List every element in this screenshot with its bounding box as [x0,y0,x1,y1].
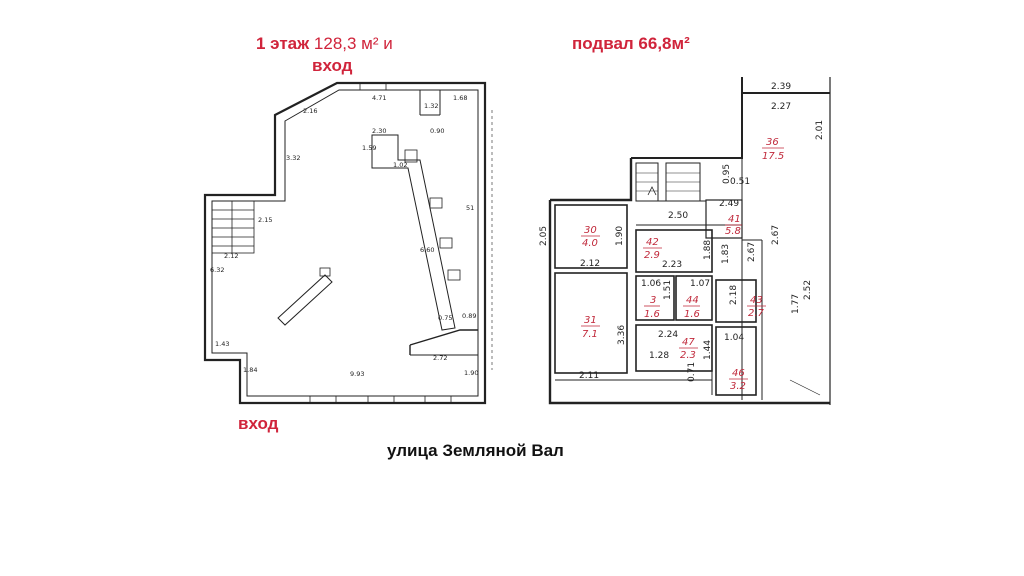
dim-1-90: 1.90 [464,369,478,377]
dim-2-49: 2.49 [719,199,739,209]
room-46-number: 46 [732,368,745,379]
room-44-area: 1.6 [684,309,700,320]
room-3-area: 1.6 [644,309,660,320]
dim-2-24: 2.24 [658,330,678,340]
dim-1-88: 1.88 [703,240,713,260]
dim-1-77: 1.77 [791,294,801,314]
dim-6-60: 6.60 [420,246,434,254]
room-41-area: 5.8 [725,226,741,237]
dim-1-84: 1.84 [243,366,257,374]
dim-2-05: 2.05 [539,226,549,246]
dim-2-12: 2.12 [224,252,238,260]
room-44-number: 44 [686,295,699,306]
dim-2-72: 2.72 [433,354,447,362]
room-47-number: 47 [682,337,695,348]
room-36-number: 36 [766,137,779,148]
staircase [211,200,255,254]
room-36-area: 17.5 [762,151,784,162]
floor1-dimensions: 2.16 4.71 1.32 1.68 2.30 0.90 1.59 3.32 … [210,94,478,378]
dim-1-28: 1.28 [649,351,669,361]
dim-3-32: 3.32 [286,154,300,162]
room-31-area: 7.1 [582,329,598,340]
entrance-bottom-label: вход [238,414,279,433]
dim-0-89: 0.89 [462,312,476,320]
room-43-area: 2.7 [748,308,765,319]
room-47-area: 2.3 [680,350,696,361]
dim-51: 51 [466,204,474,212]
dim-4-71: 4.71 [372,94,386,102]
floor1-entrance-label: вход [312,56,353,75]
floor1-title: 1 этаж 128,3 м² и [256,33,393,55]
dim-3-36: 3.36 [617,325,627,345]
street-name: улица Земляной Вал [387,441,564,460]
dim-2-15: 2.15 [258,216,272,224]
dim-2-11: 2.11 [579,371,599,381]
room-42-area: 2.9 [644,250,660,261]
dim-2-16: 2.16 [303,107,317,115]
room-31-number: 31 [584,315,597,326]
room-labels: 36 17.5 30 4.0 42 2.9 41 5.8 31 7.1 3 1.… [581,137,784,392]
dim-7-52: 2.52 [803,280,813,300]
dim-2-18: 2.18 [729,285,739,305]
room-43-number: 43 [750,295,763,306]
dim-1-44: 1.44 [703,340,713,360]
dim-1-04: 1.04 [724,333,744,343]
dim-1-32: 1.32 [424,102,438,110]
dim-1-02: 1.02 [393,161,407,169]
dim-0-75: 0.75 [438,314,452,322]
room-46-area: 3.2 [730,381,746,392]
dim-2-67b: 2.67 [771,225,781,245]
room-30-area: 4.0 [582,238,598,249]
basement-dimensions: 2.39 2.27 2.01 0.95 0.51 2.49 2.50 2.67 … [539,82,825,382]
dim-1-68: 1.68 [453,94,467,102]
dim-2-12: 2.12 [580,259,600,269]
dim-6-32: 6.32 [210,266,224,274]
dim-1-06: 1.06 [641,279,661,289]
dim-2-50: 2.50 [668,211,688,221]
basement-title: подвал 66,8м² [572,34,690,53]
dim-2-01: 2.01 [815,120,825,140]
dim-1-59: 1.59 [362,144,376,152]
dim-2-67a: 2.67 [747,242,757,262]
dim-2-30: 2.30 [372,127,386,135]
dim-0-95: 0.95 [722,164,732,184]
dim-1-43: 1.43 [215,340,229,348]
dim-2-23: 2.23 [662,260,682,270]
basement-plan [548,77,831,405]
dim-1-51: 1.51 [663,280,673,300]
floor1-title-a: 1 этаж [256,34,310,53]
dim-9-93: 9.93 [350,370,364,378]
room-30-number: 30 [584,225,597,236]
dim-0-90: 0.90 [430,127,444,135]
room-41-number: 41 [728,214,741,225]
dim-0-71: 0.71 [687,362,697,382]
dim-1-90: 1.90 [615,226,625,246]
room-3-number: 3 [650,295,656,306]
dim-2-39: 2.39 [771,82,791,92]
dim-1-83: 1.83 [721,244,731,264]
floor1-title-b: 128,3 м² и [313,34,393,53]
dim-2-27: 2.27 [771,102,791,112]
dim-0-51: 0.51 [730,177,750,187]
room-42-number: 42 [646,237,659,248]
floor1-plan [203,81,493,405]
dim-1-07: 1.07 [690,279,710,289]
